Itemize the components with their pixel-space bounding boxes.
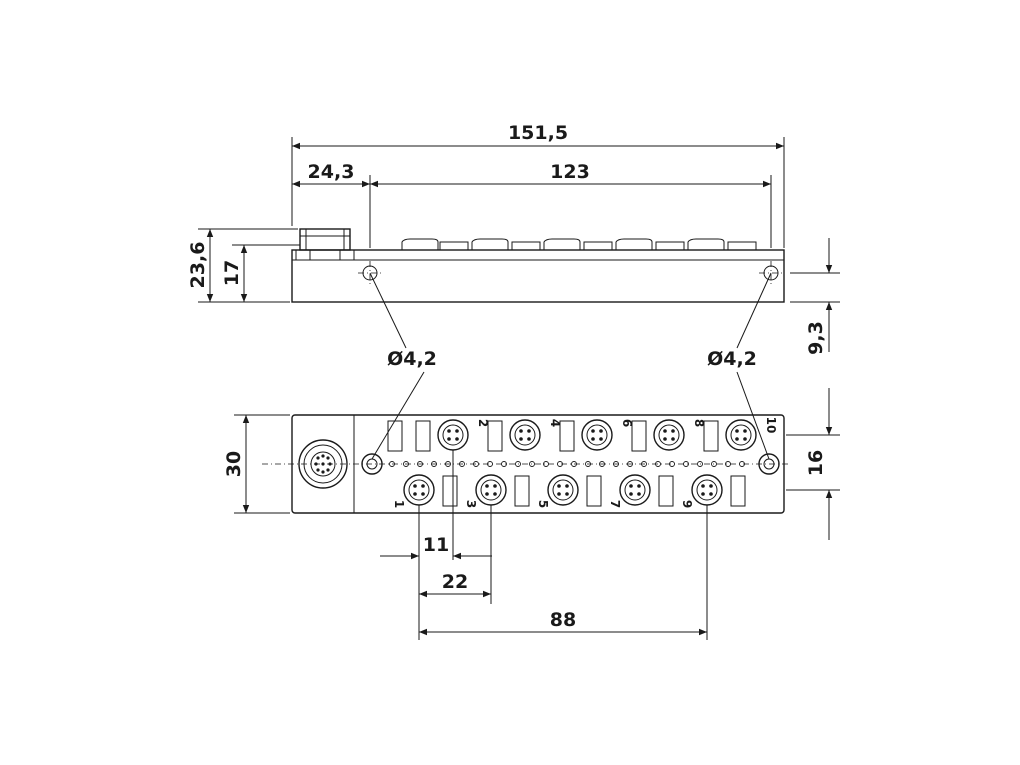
port-label-2: 2 <box>476 419 490 427</box>
top-main-connector <box>298 439 348 489</box>
top-mounting-hole-right <box>758 453 780 475</box>
port-label-1: 1 <box>392 500 406 508</box>
leader-hole-right <box>736 272 772 349</box>
port-row-bottom <box>403 474 723 506</box>
m8-socket-port-9 <box>691 474 723 506</box>
m8-socket-port-8 <box>653 419 685 451</box>
dim-hole-diameter-right: Ø4,2 <box>707 348 757 370</box>
port-label-10: 10 <box>764 417 778 434</box>
dim-body-height: 17 <box>221 260 243 286</box>
leader-hole-left <box>369 272 407 349</box>
side-main-connector <box>295 228 355 261</box>
dim-width: 30 <box>223 451 245 477</box>
dim-hole-spacing: 123 <box>550 161 590 183</box>
port-label-9: 9 <box>680 500 694 508</box>
port-label-6: 6 <box>620 419 634 427</box>
dim-hole-diameter-left: Ø4,2 <box>387 348 437 370</box>
top-mounting-hole-left <box>361 453 383 475</box>
m8-socket-port-5 <box>547 474 579 506</box>
dim-connector-offset: 24,3 <box>308 161 355 183</box>
label-windows-bottom <box>442 475 746 507</box>
m8-socket-port-10 <box>725 419 757 451</box>
m8-socket-port-3 <box>475 474 507 506</box>
port-row-top <box>437 419 757 451</box>
side-port-sockets <box>401 238 757 251</box>
label-windows-top <box>387 420 719 452</box>
dim-port-offset: 11 <box>423 534 449 556</box>
m8-socket-port-6 <box>581 419 613 451</box>
m8-socket-port-7 <box>619 474 651 506</box>
port-label-5: 5 <box>536 500 550 508</box>
port-label-3: 3 <box>464 500 478 508</box>
m8-socket-port-2 <box>437 419 469 451</box>
dim-total-length: 151,5 <box>508 122 568 144</box>
port-label-4: 4 <box>548 419 562 427</box>
dim-port-pitch: 22 <box>442 571 468 593</box>
status-led-row <box>389 461 745 467</box>
m8-socket-port-1 <box>403 474 435 506</box>
side-view-body <box>291 249 785 303</box>
side-view: 151,5 24,3 123 23,6 17 9,3 <box>187 122 840 355</box>
dim-total-height: 23,6 <box>187 242 209 289</box>
top-view: 2 4 6 8 10 1 3 5 7 9 30 16 11 22 88 <box>223 388 840 640</box>
dim-port-row-spacing: 16 <box>805 450 827 476</box>
dim-hole-height: 9,3 <box>805 321 827 355</box>
dim-port-span: 88 <box>550 609 576 631</box>
m8-socket-port-4 <box>509 419 541 451</box>
port-label-8: 8 <box>692 419 706 427</box>
port-label-7: 7 <box>608 500 622 508</box>
